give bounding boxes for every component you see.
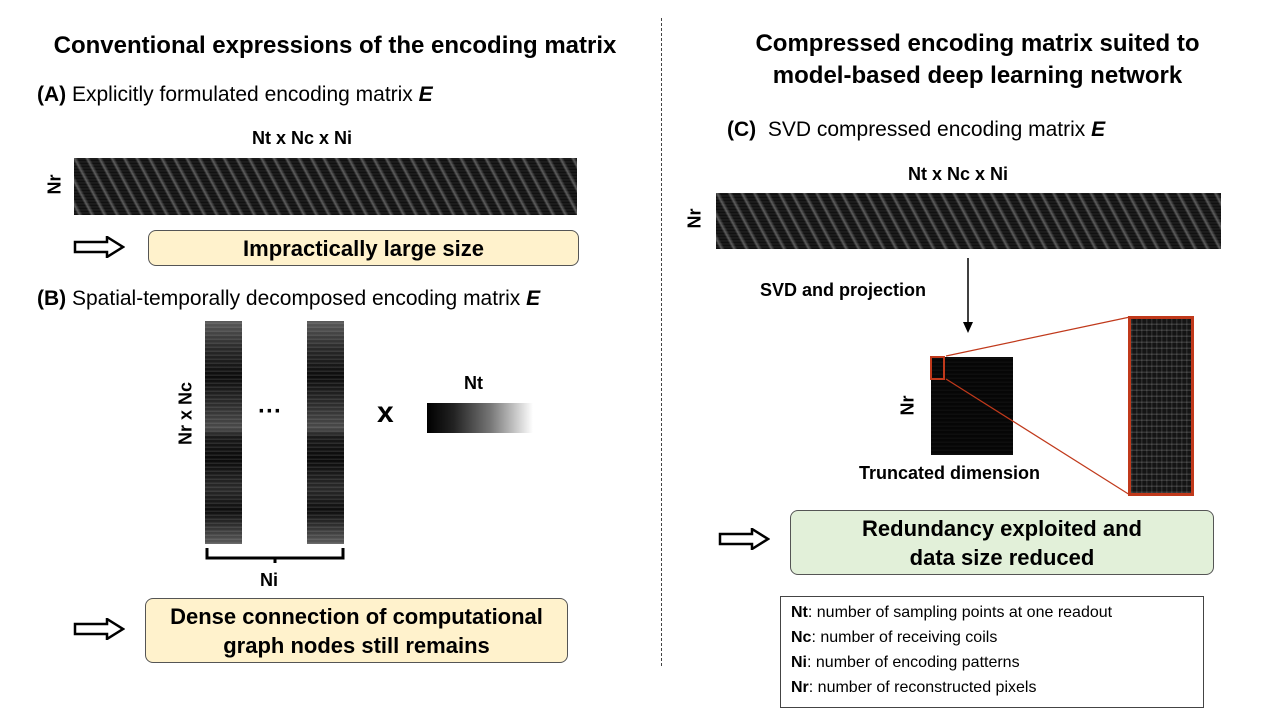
matrix-b-times-sign: x bbox=[377, 396, 394, 429]
right-panel-title: Compressed encoding matrix suited to mod… bbox=[690, 28, 1265, 92]
result-c-box: Redundancy exploited and data size reduc… bbox=[790, 510, 1214, 575]
compressed-matrix-highlight bbox=[930, 356, 945, 380]
matrix-c-image bbox=[716, 193, 1221, 249]
result-b-box: Dense connection of computational graph … bbox=[145, 598, 568, 663]
section-a-text: Explicitly formulated encoding matrix bbox=[72, 83, 419, 106]
legend-item-nc: Nc: number of receiving coils bbox=[791, 629, 998, 646]
section-c-var: E bbox=[1091, 118, 1106, 141]
section-c-text: SVD compressed encoding matrix bbox=[767, 118, 1092, 141]
section-a-var: E bbox=[418, 83, 433, 106]
matrix-b-nt-dim: Nt bbox=[464, 373, 483, 393]
section-c-tag: (C) bbox=[727, 118, 757, 141]
truncated-dimension-label: Truncated dimension bbox=[859, 463, 1041, 483]
matrix-c-side-dim: Nr bbox=[684, 208, 705, 229]
matrix-a-top-dim: Nt x Nc x Ni bbox=[252, 128, 353, 148]
legend-box: Nt: number of sampling points at one rea… bbox=[780, 596, 1204, 708]
result-a-text: Impractically large size bbox=[243, 235, 484, 261]
arrow-a-icon bbox=[73, 236, 125, 258]
result-b-line1: Dense connection of computational bbox=[170, 603, 543, 629]
result-b-line2: graph nodes still remains bbox=[223, 632, 490, 658]
legend-item-nt: Nt: number of sampling points at one rea… bbox=[791, 604, 1113, 621]
matrix-b-column-2 bbox=[307, 321, 344, 544]
left-panel-title: Conventional expressions of the encoding… bbox=[53, 32, 617, 59]
section-a-tag: (A) bbox=[37, 83, 67, 106]
result-c-line1: Redundancy exploited and bbox=[862, 515, 1142, 541]
legend-item-nr: Nr: number of reconstructed pixels bbox=[791, 679, 1037, 696]
matrix-b-column-1 bbox=[205, 321, 242, 544]
svd-step-label: SVD and projection bbox=[760, 280, 927, 300]
matrix-b-ellipsis: ··· bbox=[258, 398, 282, 425]
matrix-b-bottom-dim: Ni bbox=[260, 570, 278, 590]
section-b-var: E bbox=[526, 287, 541, 310]
section-c-heading: (C) SVD compressed encoding matrix E bbox=[727, 117, 1105, 143]
section-b-tag: (B) bbox=[37, 287, 67, 310]
panel-divider bbox=[661, 18, 662, 666]
zoom-connector-lines bbox=[945, 316, 1131, 496]
result-c-line2: data size reduced bbox=[909, 544, 1095, 570]
matrix-a-side-dim: Nr bbox=[44, 174, 65, 195]
compressed-matrix-side-dim: Nr bbox=[897, 395, 918, 416]
arrow-c-icon bbox=[718, 528, 770, 550]
matrix-a-image bbox=[74, 158, 577, 215]
arrow-b-icon bbox=[73, 618, 125, 640]
matrix-c-top-dim: Nt x Nc x Ni bbox=[908, 164, 1009, 184]
section-b-heading: (B) Spatial-temporally decomposed encodi… bbox=[37, 286, 540, 312]
matrix-b-side-dim: Nr x Nc bbox=[175, 381, 196, 446]
matrix-b-bracket bbox=[205, 548, 345, 563]
section-b-text: Spatial-temporally decomposed encoding m… bbox=[72, 287, 527, 310]
right-panel-title-line2: model-based deep learning network bbox=[772, 62, 1183, 89]
down-arrow-icon bbox=[963, 258, 973, 333]
result-a-box: Impractically large size bbox=[148, 230, 579, 266]
matrix-b-temporal-basis bbox=[427, 403, 533, 433]
zoomed-detail-image bbox=[1128, 316, 1194, 496]
section-a-heading: (A) Explicitly formulated encoding matri… bbox=[37, 82, 433, 108]
right-panel-title-line1: Compressed encoding matrix suited to bbox=[755, 30, 1200, 57]
legend-item-ni: Ni: number of encoding patterns bbox=[791, 654, 1020, 671]
